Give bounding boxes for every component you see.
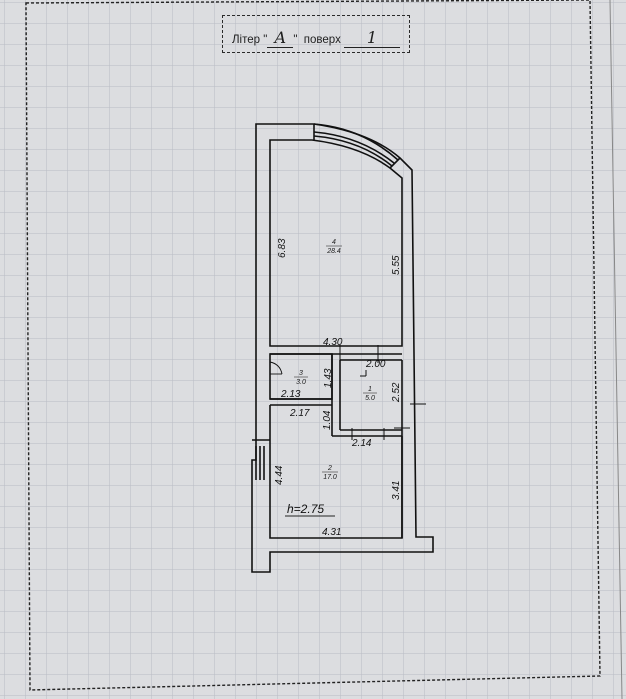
page-frame xyxy=(25,0,601,691)
room-3-area: 3.0 xyxy=(296,379,306,386)
dim-2-13: 2.13 xyxy=(280,389,301,400)
room-3-number: 3 xyxy=(299,370,303,377)
room-4-area: 28.4 xyxy=(326,248,341,255)
dim-2-14: 2.14 xyxy=(351,438,372,449)
dim-1-43: 1.43 xyxy=(323,368,334,388)
page-edge xyxy=(609,0,623,699)
room-2-area: 17.0 xyxy=(323,474,337,481)
dim-5-55: 5.55 xyxy=(391,255,402,275)
dim-2-52: 2.52 xyxy=(391,382,402,403)
floor-label: поверх xyxy=(303,34,341,46)
dim-4-30: 4.30 xyxy=(323,337,343,348)
dim-1-04: 1.04 xyxy=(322,410,333,430)
liter-value: А xyxy=(267,28,294,48)
room-4-number: 4 xyxy=(332,239,336,246)
ceiling-height: h=2.75 xyxy=(287,502,324,516)
dim-4-31: 4.31 xyxy=(322,527,341,538)
liter-close: " xyxy=(293,34,298,46)
header-stamp-box xyxy=(222,15,410,53)
room-1-number: 1 xyxy=(368,386,372,393)
dim-2-17: 2.17 xyxy=(289,408,310,419)
room-2-number: 2 xyxy=(327,465,332,472)
dim-2-00: 2.00 xyxy=(365,359,386,370)
dimension-labels: 6.83 5.55 4.30 2.00 1.43 2.52 2.13 2.17 … xyxy=(274,238,402,538)
walls xyxy=(251,123,434,573)
floor-value: 1 xyxy=(344,28,401,48)
liter-label: Літер " xyxy=(232,34,268,46)
header-stamp: Літер "А" поверх 1 xyxy=(232,28,401,48)
dim-4-44: 4.44 xyxy=(274,465,285,485)
dim-6-83: 6.83 xyxy=(277,238,288,258)
dim-3-41: 3.41 xyxy=(391,481,402,500)
room-labels: 4 28.4 3 3.0 1 5.0 2 17.0 xyxy=(294,239,377,481)
room-1-area: 5.0 xyxy=(365,395,375,402)
